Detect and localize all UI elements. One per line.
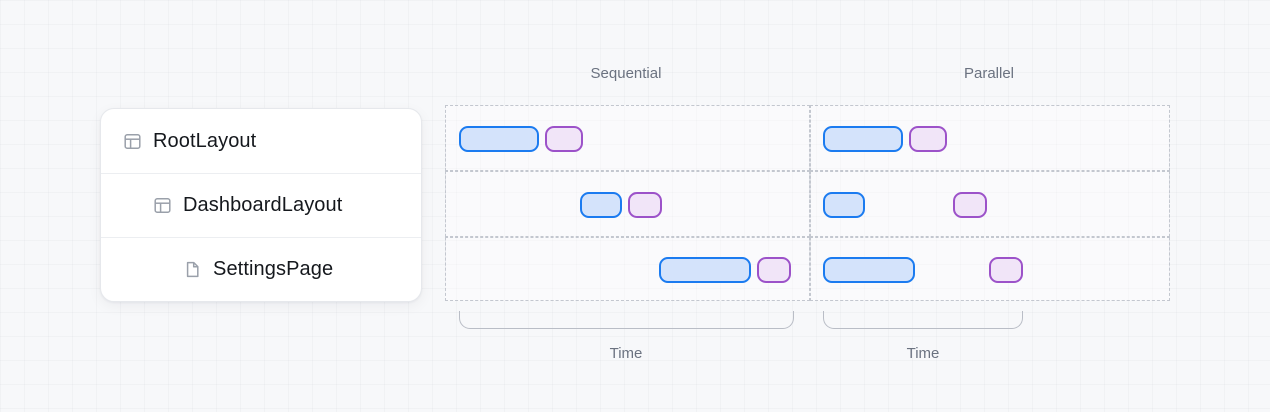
tree-item-label: RootLayout	[153, 129, 257, 152]
file-document-icon	[183, 261, 201, 279]
time-axis-label-parallel: Time	[906, 345, 940, 362]
timeline-bar-sequential-2-blue[interactable]	[580, 192, 622, 218]
timeline-bar-parallel-2-blue[interactable]	[823, 192, 865, 218]
timeline-bar-parallel-2-purple[interactable]	[953, 192, 987, 218]
time-bracket-parallel	[823, 311, 1023, 329]
layout-panel-icon	[123, 132, 141, 150]
tree-item-label: SettingsPage	[213, 258, 334, 280]
tree-item-label: DashboardLayout	[183, 194, 343, 216]
timeline-bar-parallel-1-purple[interactable]	[909, 126, 947, 152]
timeline-lane-sequential-3	[445, 237, 810, 301]
tree-item-settingspage[interactable]: SettingsPage	[101, 237, 421, 301]
timeline-bar-sequential-3-purple[interactable]	[757, 257, 791, 283]
timeline-bar-parallel-3-blue[interactable]	[823, 257, 915, 283]
timeline-bar-parallel-3-purple[interactable]	[989, 257, 1023, 283]
timeline-bar-sequential-1-purple[interactable]	[545, 126, 583, 152]
column-title-parallel: Parallel	[963, 65, 1015, 82]
timeline-lane-parallel-2	[810, 171, 1170, 237]
column-title-sequential: Sequential	[590, 65, 662, 82]
tree-item-rootlayout[interactable]: RootLayout	[101, 109, 421, 173]
tree-item-dashboardlayout[interactable]: DashboardLayout	[101, 173, 421, 237]
timeline-bar-sequential-3-blue[interactable]	[659, 257, 751, 283]
timeline-bar-parallel-1-blue[interactable]	[823, 126, 903, 152]
layout-panel-icon	[153, 197, 171, 215]
timeline-lane-sequential-2	[445, 171, 810, 237]
time-bracket-sequential	[459, 311, 794, 329]
time-axis-label-sequential: Time	[609, 345, 643, 362]
timeline-bar-sequential-1-blue[interactable]	[459, 126, 539, 152]
timeline-bar-sequential-2-purple[interactable]	[628, 192, 662, 218]
